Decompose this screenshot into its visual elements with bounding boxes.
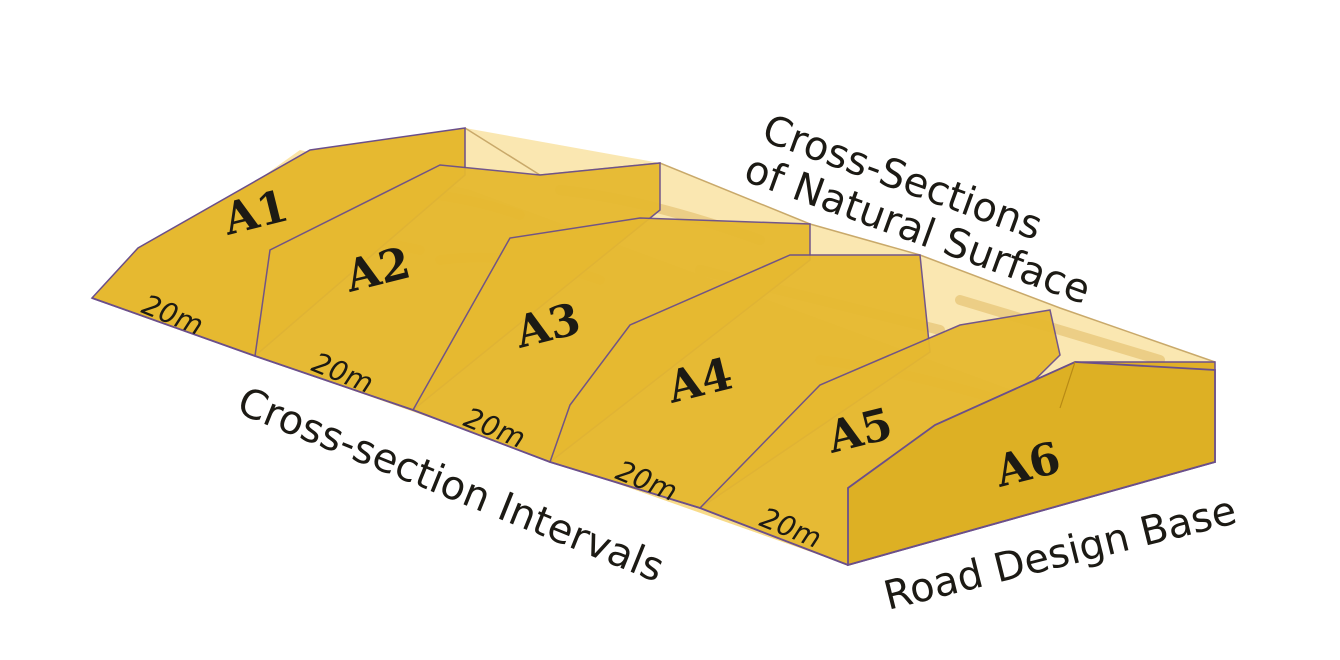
base-right-edge bbox=[847, 461, 1216, 566]
a1-inner-edge bbox=[1059, 361, 1076, 409]
base-front-edge bbox=[91, 297, 849, 566]
